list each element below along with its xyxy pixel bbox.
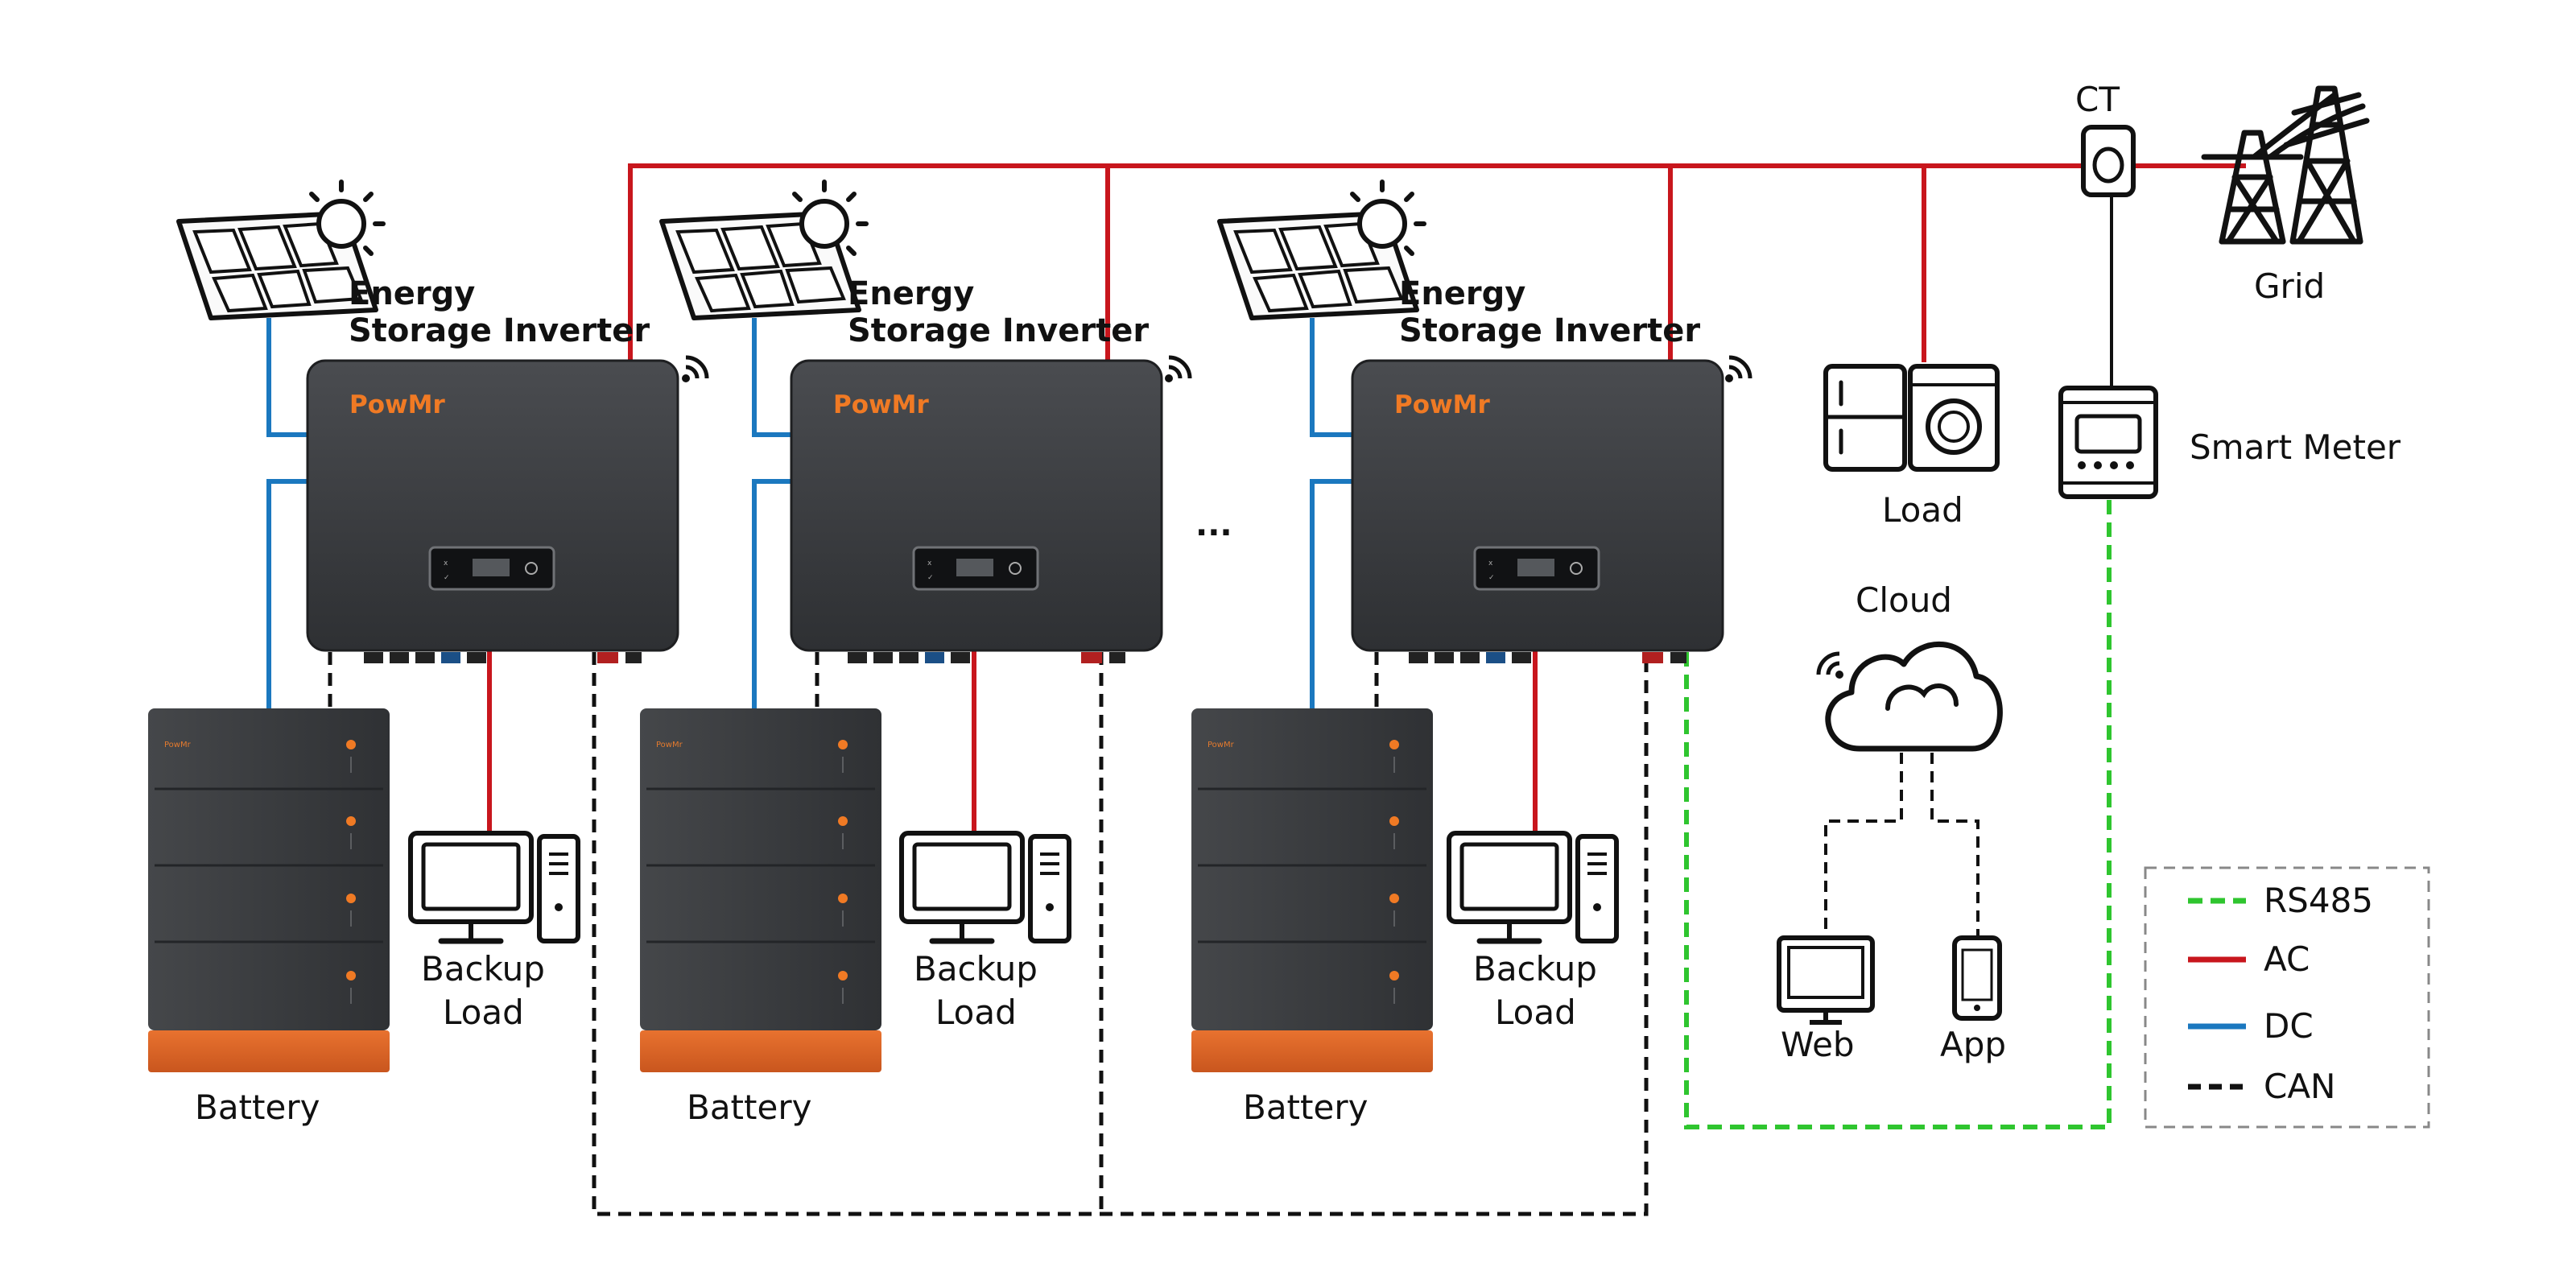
legend: RS485 AC DC CAN [2144,866,2430,1129]
inverter-label-line1: Energy [349,275,475,312]
inverter-label-line2: Storage Inverter [848,312,1149,349]
svg-text:PowMr: PowMr [656,741,683,749]
wifi-icon [682,357,707,382]
load-label: Load [1882,490,1963,530]
solar-panel-icon [1220,182,1424,318]
battery-label: Battery [687,1088,811,1127]
legend-label: AC [2264,939,2310,979]
wifi-icon [1725,357,1750,382]
battery: PowMr [638,707,883,1074]
cloud-label: Cloud [1856,580,1952,620]
grid-label: Grid [2254,266,2325,306]
svg-text:PowMr: PowMr [164,741,192,749]
computer-icon [902,833,1069,941]
smart-meter-icon [2058,386,2158,499]
app-phone-icon [1952,935,2002,1021]
legend-item-rs485: RS485 [2188,881,2373,920]
dc-line-1 [266,318,308,708]
ac-bus-line [628,163,2165,361]
ellipsis-more-units: ... [1195,506,1232,543]
backup-load-label-line2: Load [1495,993,1576,1032]
battery-label: Battery [195,1088,320,1127]
web-monitor-icon [1777,935,1875,1025]
appliance-load-icon [1823,364,2000,472]
grid-tower-icon [2201,85,2370,245]
inverter: PowMr [1351,359,1724,665]
inverter-brand: PowMr [833,390,930,419]
app-label: App [1940,1025,2006,1064]
battery-label: Battery [1243,1088,1368,1127]
backup-load-label-line2: Load [935,993,1017,1032]
backup-load-label-line1: Backup [914,949,1038,989]
backup-load-label-line1: Backup [421,949,545,989]
inverter-brand: PowMr [1394,390,1491,419]
battery: PowMr [1190,707,1435,1074]
backup-load-label-line1: Backup [1473,949,1597,989]
backup-load-label-line2: Load [443,993,524,1032]
legend-label: CAN [2264,1067,2335,1106]
computer-icon [1449,833,1616,941]
dc-line-2 [752,318,791,708]
legend-item-dc: DC [2188,1006,2314,1046]
svg-text:PowMr: PowMr [1208,741,1235,749]
web-label: Web [1781,1025,1855,1064]
legend-label: DC [2264,1006,2314,1046]
smart-meter-label: Smart Meter [2190,427,2401,467]
inverter: PowMr [306,359,679,665]
ct-label: CT [2075,80,2120,119]
cloud-icon [1825,641,2003,752]
inverter-label-line1: Energy [848,275,974,312]
wifi-icon [1165,357,1190,382]
battery: PowMr [147,707,391,1074]
inverter-label-line1: Energy [1399,275,1525,312]
computer-icon [411,833,578,941]
ct-sensor-icon [2081,125,2136,197]
legend-item-can: CAN [2188,1067,2335,1106]
wifi-icon [1816,651,1843,679]
solar-panel-icon [662,182,866,318]
inverter: PowMr [790,359,1163,665]
cloud-network-lines [1824,753,1979,940]
legend-item-ac: AC [2188,939,2310,979]
rs485-lines [1684,499,2112,1129]
inverter-label-line2: Storage Inverter [349,312,650,349]
can-lines [328,652,1649,1216]
dc-line-3 [1310,318,1352,708]
inverter-label-line2: Storage Inverter [1399,312,1700,349]
inverter-brand: PowMr [349,390,446,419]
legend-label: RS485 [2264,881,2373,920]
